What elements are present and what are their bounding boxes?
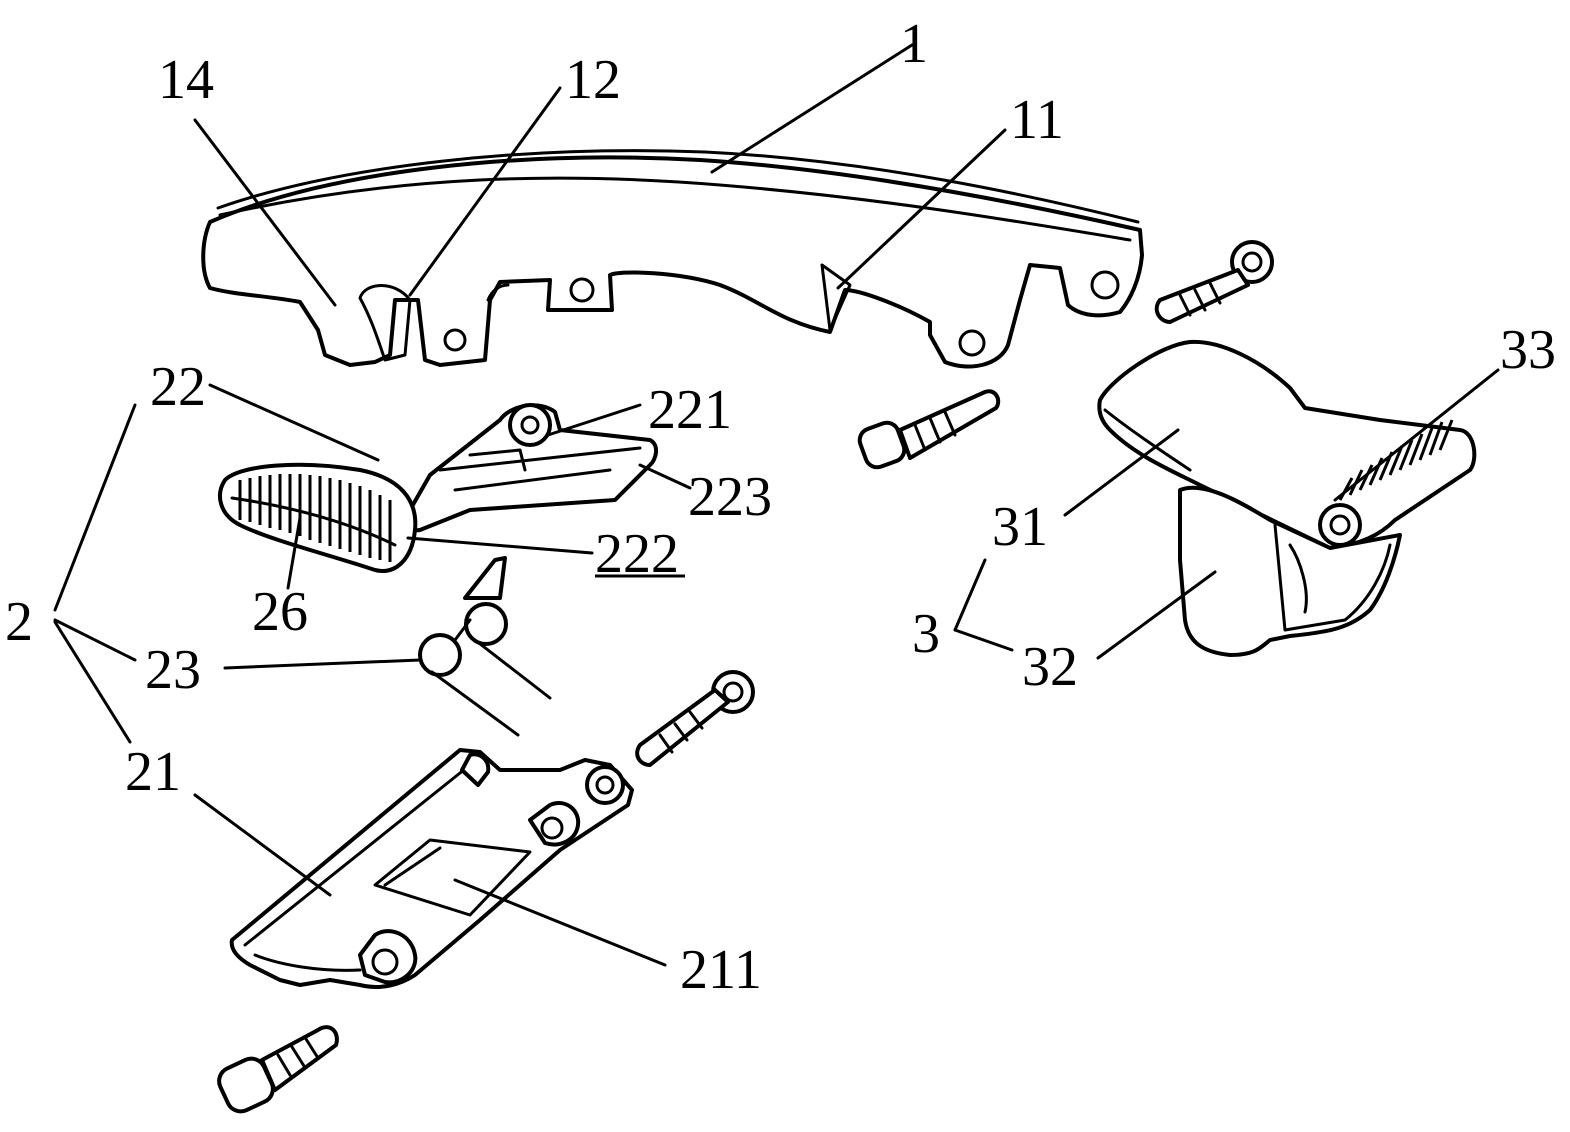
part-21-base-plate (229, 748, 634, 989)
leader-3-upper (953, 558, 987, 632)
leader-223 (638, 463, 692, 490)
screw-upper-right (1154, 240, 1274, 324)
leader-lines (53, 43, 1500, 967)
label-223: 223 (688, 466, 772, 528)
leader-12 (408, 86, 562, 297)
leader-3-lower (953, 628, 1014, 652)
label-2: 2 (5, 591, 33, 653)
leader-2-lower (53, 620, 132, 744)
screw-bottom-left (217, 1025, 339, 1114)
leader-11 (836, 128, 1007, 290)
leader-14 (193, 118, 337, 307)
leader-32 (1096, 570, 1217, 660)
leader-2-mid (53, 618, 137, 662)
label-31: 31 (992, 496, 1048, 558)
labels: 1 11 12 14 2 22 221 223 222 26 23 21 211… (5, 13, 1556, 1001)
leader-21 (193, 793, 332, 897)
label-221: 221 (648, 379, 732, 441)
label-14: 14 (158, 49, 214, 111)
leader-31 (1063, 428, 1180, 517)
label-22: 22 (150, 356, 206, 418)
label-23: 23 (145, 639, 201, 701)
leader-23-left (223, 658, 422, 670)
label-26: 26 (252, 581, 308, 643)
leader-33 (1333, 368, 1500, 502)
leader-22 (208, 383, 380, 462)
label-1: 1 (900, 13, 928, 75)
label-32: 32 (1022, 636, 1078, 698)
part-23-springs (418, 556, 508, 677)
leader-222 (406, 536, 594, 555)
leader-211 (453, 878, 667, 967)
label-11: 11 (1010, 89, 1064, 151)
leader-23-spring-a (430, 670, 520, 737)
screw-middle (857, 389, 1001, 470)
label-12: 12 (565, 49, 621, 111)
leader-1 (710, 43, 914, 174)
label-21: 21 (125, 741, 181, 803)
leader-26 (286, 516, 302, 590)
part-3-pedal (1097, 339, 1477, 657)
screw-base-right (635, 670, 755, 767)
label-3: 3 (912, 603, 940, 665)
leader-2-upper (53, 403, 137, 612)
part-1-upper-bar (201, 149, 1144, 369)
leader-23-spring-b (473, 638, 552, 700)
label-211: 211 (680, 939, 762, 1001)
label-33: 33 (1500, 319, 1556, 381)
part-22-lever (218, 403, 658, 573)
leader-221 (546, 403, 642, 437)
